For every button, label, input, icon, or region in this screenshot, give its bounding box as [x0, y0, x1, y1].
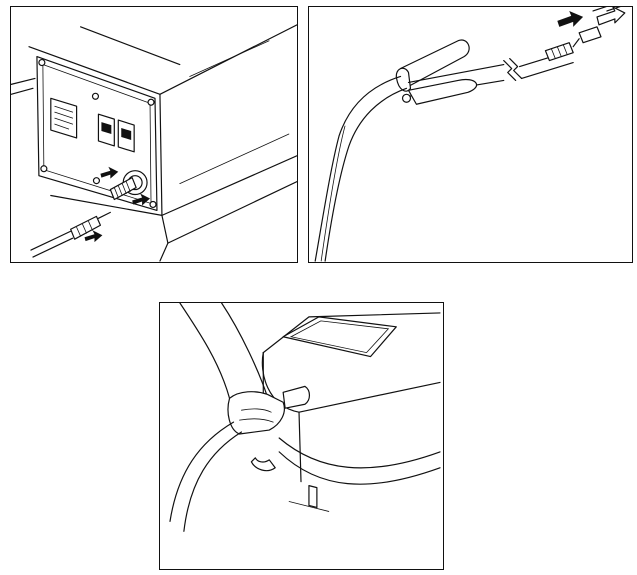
screw-mid: [91, 92, 100, 100]
break-mark-2: [509, 58, 523, 80]
hand-operation-illustration: [169, 303, 441, 532]
base-corner: [159, 242, 169, 262]
arrow-icon-2: [84, 230, 103, 243]
arm-inner: [221, 303, 268, 397]
base-plinth: [161, 181, 297, 244]
coupling-grip-lines: [76, 220, 93, 237]
clip-pivot: [401, 93, 412, 103]
machine-lower-curve-2: [278, 451, 441, 485]
hose-outer: [169, 421, 235, 522]
screw-top-right: [147, 98, 155, 106]
label-plate: [50, 97, 78, 139]
figure-hand-operation: [159, 302, 444, 570]
connector-grip-lines: [550, 44, 568, 59]
break-mark-1: [503, 59, 517, 82]
coupling-female: [578, 26, 602, 44]
machine-indicator: [308, 485, 318, 509]
screw-bottom-left: [40, 165, 48, 173]
wand-inner: [324, 87, 408, 262]
arrow-icon-connect: [557, 10, 584, 27]
screw-top-left: [38, 58, 46, 67]
tube-upper: [407, 63, 505, 84]
tube-lower-cont: [521, 61, 574, 80]
hose-handle-illustration: [314, 7, 626, 262]
hand: [227, 391, 285, 435]
machine-corner: [298, 411, 302, 483]
hose-connector: [282, 385, 311, 409]
screw-low: [92, 177, 101, 185]
housing-top-line: [79, 26, 181, 66]
screw-bottom-right: [149, 200, 157, 209]
hose-inner: [183, 431, 243, 532]
plug-grip-lines: [113, 181, 131, 198]
housing-corner-edge: [159, 93, 163, 216]
trigger-clip: [407, 78, 478, 105]
hand-finger-lines: [239, 408, 274, 423]
switch-1-rocker: [101, 122, 112, 135]
wand-outer: [314, 75, 402, 262]
machine-body-curve: [261, 352, 441, 413]
handle-tube: [399, 39, 470, 87]
arrow-outline-icon: [596, 7, 626, 26]
machine-lid-inset: [289, 320, 390, 354]
housing-side-line-2: [179, 133, 290, 185]
hose-line-2: [32, 237, 74, 258]
hose-clip: [250, 457, 276, 472]
label-text-lines: [54, 105, 74, 130]
housing-side-line: [189, 40, 270, 77]
handle-collar: [395, 67, 412, 92]
connector-tip: [572, 38, 580, 48]
figure-hose-handle: [308, 6, 633, 263]
machine-base-line: [288, 501, 330, 512]
hose-coupling: [70, 215, 102, 240]
arrow-icon-1: [100, 166, 119, 179]
switch-2-rocker: [121, 128, 132, 140]
machine-top-edge: [262, 312, 441, 354]
front-panel-illustration: [11, 24, 297, 262]
machine-lower-curve: [278, 437, 441, 469]
side-pipe: [11, 77, 36, 95]
base-front-edge: [50, 194, 163, 216]
figure-front-panel-connection: [10, 6, 298, 263]
hose-line-1: [30, 230, 72, 251]
machine-lid: [282, 316, 397, 358]
arrow-icon-3: [132, 193, 151, 206]
housing-side-bottom: [161, 155, 297, 216]
wand-highlight: [320, 125, 346, 262]
coupling-tip: [97, 211, 111, 219]
arm-outer: [179, 303, 231, 399]
